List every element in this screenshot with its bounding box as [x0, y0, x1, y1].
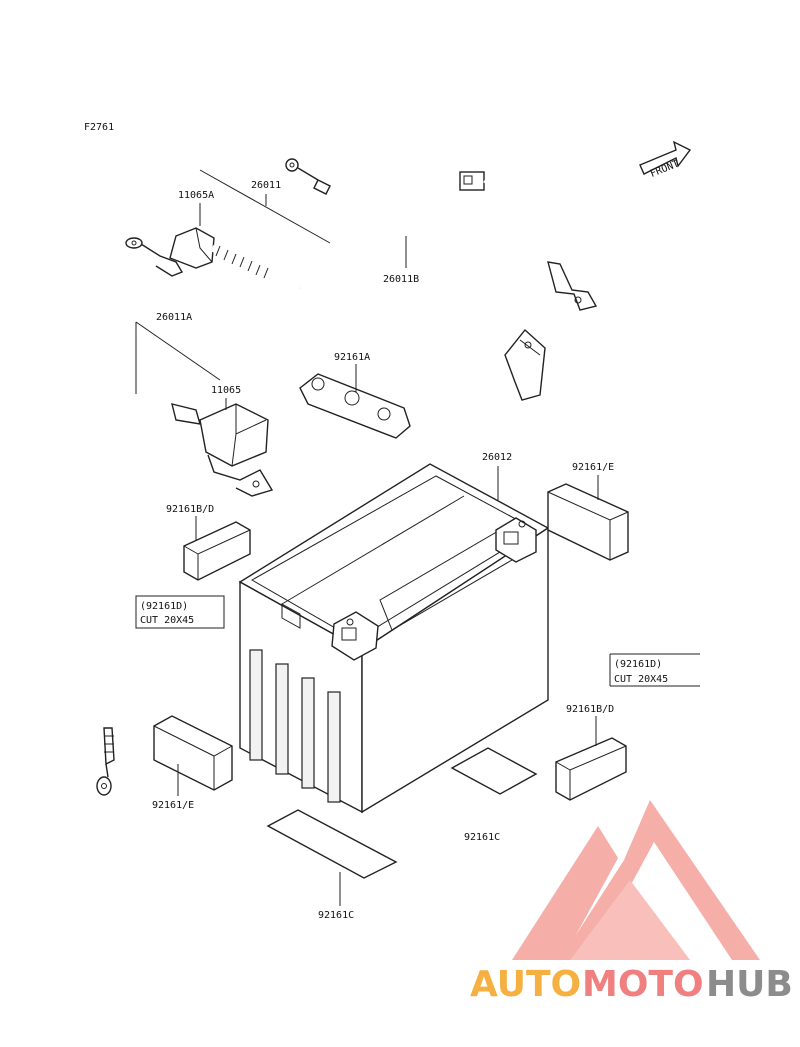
- pad-92161bd-left: [183, 521, 251, 581]
- battery-26012: [238, 463, 550, 814]
- label-26011a: 26011A: [156, 312, 192, 323]
- note-box-right: (92161D) CUT 20X45: [609, 653, 700, 687]
- left-cable: [96, 403, 274, 796]
- pad-92161e-bottom: [153, 715, 233, 791]
- note-box-left: (92161D) CUT 20X45: [135, 595, 225, 629]
- front-arrow-icon: FRONT: [639, 140, 692, 180]
- svg-text:(92161D): (92161D): [140, 601, 188, 612]
- figure-code: F2761: [84, 122, 114, 133]
- label-92161a: 92161A: [334, 352, 370, 363]
- upper-cable: [125, 158, 598, 401]
- label-92161e-top: 92161/E: [572, 462, 614, 473]
- battery-strap-92161a: [299, 373, 411, 439]
- svg-text:AUTO: AUTO: [470, 964, 581, 1005]
- label-92161c-bottom: 92161C: [318, 910, 354, 921]
- label-26012: 26012: [482, 452, 512, 463]
- pad-92161e-top: [547, 483, 629, 561]
- label-11065a: 11065A: [178, 190, 214, 201]
- pad-92161c-mid: [450, 747, 538, 795]
- pad-92161c-bottom: [266, 809, 398, 879]
- svg-text:CUT 20X45: CUT 20X45: [140, 615, 194, 626]
- svg-text:CUT 20X45: CUT 20X45: [614, 674, 668, 685]
- watermark-logo: [512, 800, 760, 960]
- label-92161c-mid: 92161C: [464, 832, 500, 843]
- svg-text:MOTO: MOTO: [582, 964, 704, 1005]
- watermark-text: AUTO MOTO HUB: [470, 964, 793, 1005]
- label-26011: 26011: [251, 180, 281, 191]
- label-92161e-bottom: 92161/E: [152, 800, 194, 811]
- label-92161bd-right: 92161B/D: [566, 704, 614, 715]
- label-26011b: 26011B: [383, 274, 419, 285]
- label-92161bd-left: 92161B/D: [166, 504, 214, 515]
- svg-text:(92161D): (92161D): [614, 659, 662, 670]
- svg-text:HUB: HUB: [706, 964, 793, 1005]
- label-11065: 11065: [211, 385, 241, 396]
- pad-92161bd-right: [555, 737, 627, 801]
